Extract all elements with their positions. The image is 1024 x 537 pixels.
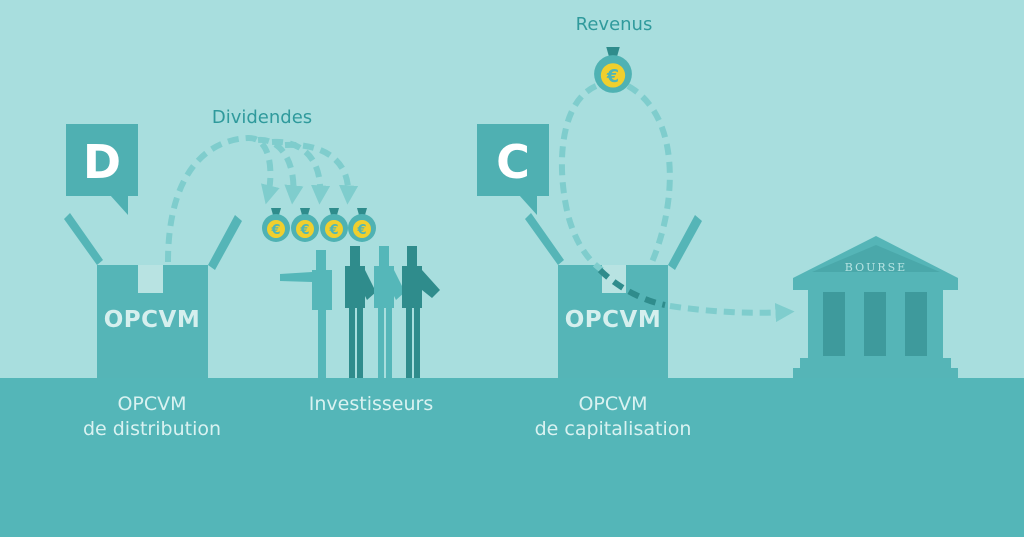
dividends-label: Dividendes <box>212 107 312 128</box>
svg-text:€: € <box>270 223 280 238</box>
distribution-badge-letter: D <box>83 135 121 189</box>
bourse-building-icon: BOURSE <box>793 236 958 378</box>
money-bag-icon: € <box>348 208 376 242</box>
money-bag-icon: € <box>320 208 348 242</box>
svg-text:€: € <box>328 223 338 238</box>
dividend-money-bags: € € € € <box>262 208 376 242</box>
dividend-flow-arrows <box>165 134 359 263</box>
investor-person-icon <box>345 246 376 378</box>
svg-text:€: € <box>356 223 366 238</box>
capitalisation-badge: C <box>477 124 549 215</box>
money-bag-icon: € <box>291 208 319 242</box>
investor-person-icon <box>374 246 405 378</box>
investors-label: Investisseurs <box>309 393 433 415</box>
money-bag-icon: € <box>262 208 290 242</box>
capitalisation-label-line1: OPCVM <box>578 393 647 415</box>
svg-text:€: € <box>606 67 619 87</box>
revenues-label: Revenus <box>576 14 653 35</box>
revenue-money-bag-icon: € <box>594 47 632 93</box>
distribution-label-line2: de distribution <box>83 418 221 440</box>
svg-text:€: € <box>299 223 309 238</box>
capitalisation-badge-letter: C <box>496 135 530 189</box>
capitalisation-label-line2: de capitalisation <box>535 418 692 440</box>
revenue-loop-arrows <box>558 83 795 323</box>
distribution-label-line1: OPCVM <box>117 393 186 415</box>
distribution-box-word: OPCVM <box>104 307 200 333</box>
ground-band <box>0 378 1024 537</box>
investors-figures <box>280 246 440 378</box>
bourse-label: BOURSE <box>845 261 907 274</box>
investor-person-icon <box>280 250 332 378</box>
capitalisation-box-word: OPCVM <box>565 307 661 333</box>
distribution-fund-box: OPCVM <box>64 213 242 378</box>
investor-person-icon <box>402 246 440 378</box>
distribution-badge: D <box>66 124 138 215</box>
